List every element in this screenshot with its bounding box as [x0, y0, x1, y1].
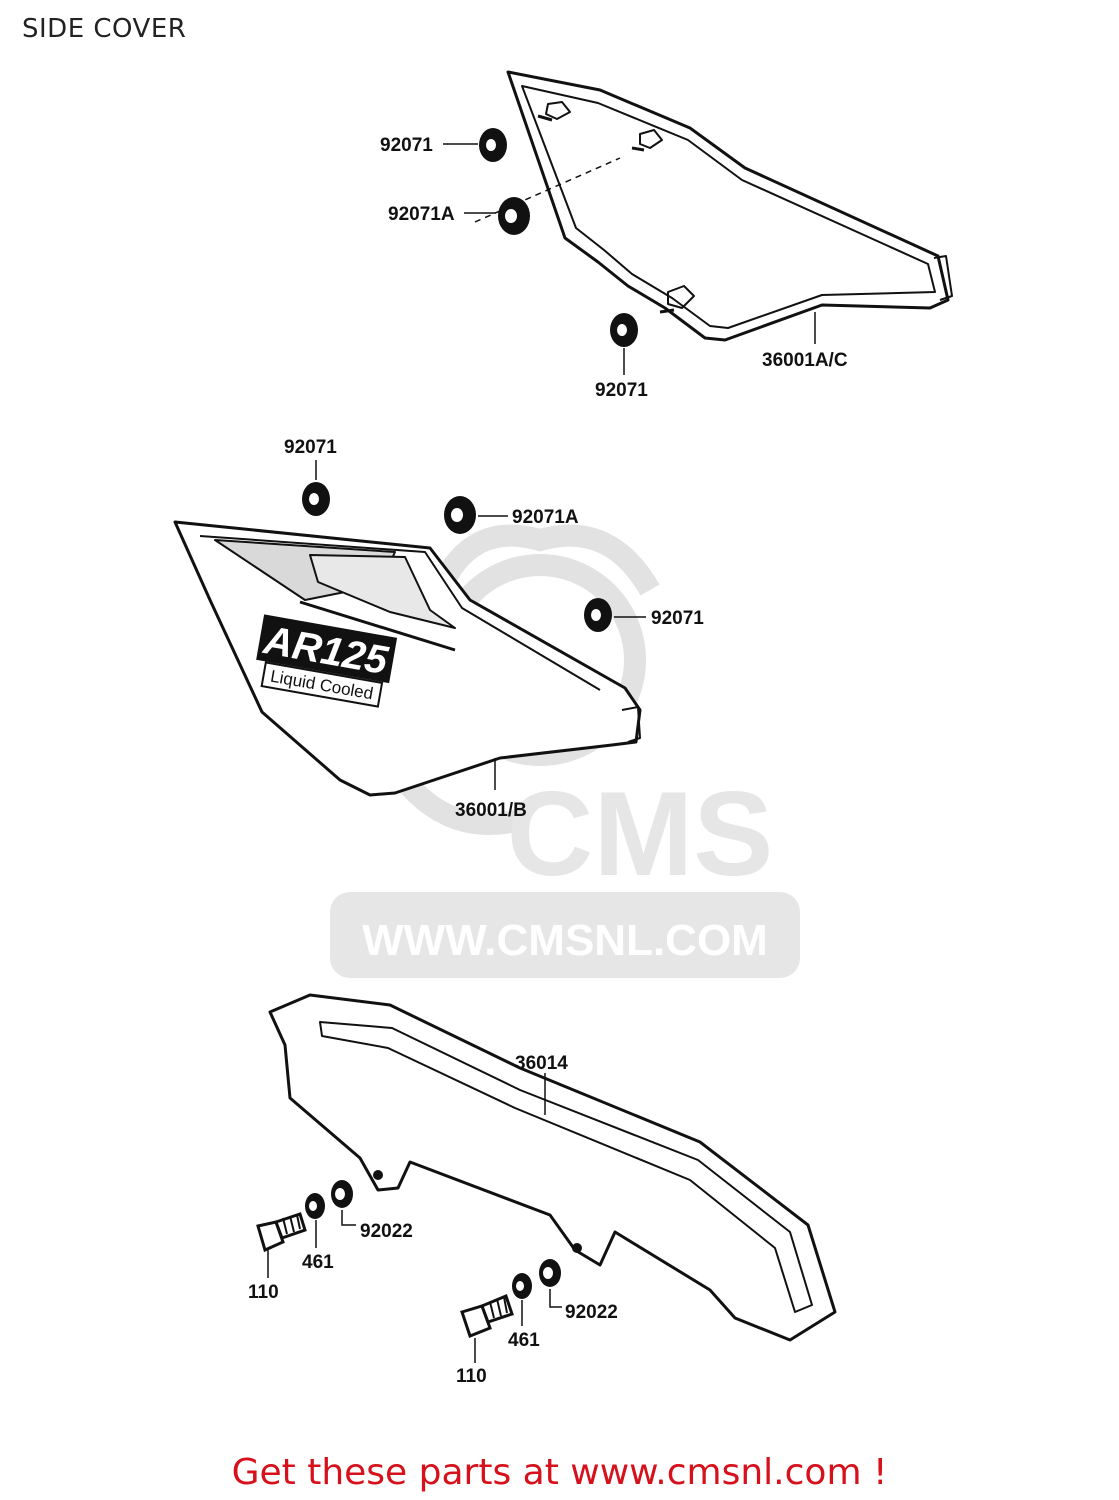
- part-label-461: 461: [508, 1330, 540, 1351]
- part-label-92071: 92071: [284, 437, 337, 458]
- grommet-92071-upper-1: [479, 128, 507, 162]
- washer-92022-right: [539, 1259, 561, 1287]
- side-cover-upper: [474, 70, 953, 342]
- part-label-92022: 92022: [360, 1221, 413, 1242]
- lock-washer-461-left: [305, 1193, 325, 1219]
- side-cover-middle: [173, 520, 642, 797]
- part-label-461: 461: [302, 1252, 334, 1273]
- part-label-92022: 92022: [565, 1302, 618, 1323]
- cms-watermark: WWW.CMSNL.COM CMS: [330, 524, 800, 978]
- part-label-110: 110: [248, 1282, 279, 1303]
- bolt-110-right: [460, 1293, 514, 1338]
- grommet-92071-middle-1: [302, 482, 330, 516]
- grommet-92071a-upper: [498, 197, 530, 235]
- footer-link[interactable]: Get these parts at www.cmsnl.com !: [231, 1452, 888, 1493]
- page-title: SIDE COVER: [22, 14, 187, 44]
- part-label-92071: 92071: [380, 135, 433, 156]
- chain-guard: [268, 993, 837, 1342]
- part-label-36014: 36014: [515, 1053, 568, 1074]
- part-label-92071a: 92071A: [512, 507, 579, 528]
- watermark-url: WWW.CMSNL.COM: [362, 916, 768, 965]
- part-label-92071: 92071: [651, 608, 704, 629]
- grommet-92071a-middle: [444, 496, 476, 534]
- lock-washer-461-right: [512, 1273, 532, 1299]
- part-label-36001-b: 36001/B: [455, 800, 527, 821]
- leader-lines: [267, 143, 816, 1363]
- grommet-92071-upper-2: [610, 313, 638, 347]
- part-label-36001a-c: 36001A/C: [762, 350, 848, 371]
- ar125-decal: AR125 Liquid Cooled: [256, 614, 398, 708]
- watermark-logo: CMS: [507, 767, 774, 901]
- washer-92022-left: [331, 1180, 353, 1208]
- bolt-110-left: [256, 1212, 307, 1253]
- part-label-92071: 92071: [595, 380, 648, 401]
- part-label-110: 110: [456, 1366, 487, 1387]
- grommet-92071-middle-2: [584, 598, 612, 632]
- watermark-url-box: [330, 892, 800, 978]
- part-label-92071a: 92071A: [388, 204, 455, 225]
